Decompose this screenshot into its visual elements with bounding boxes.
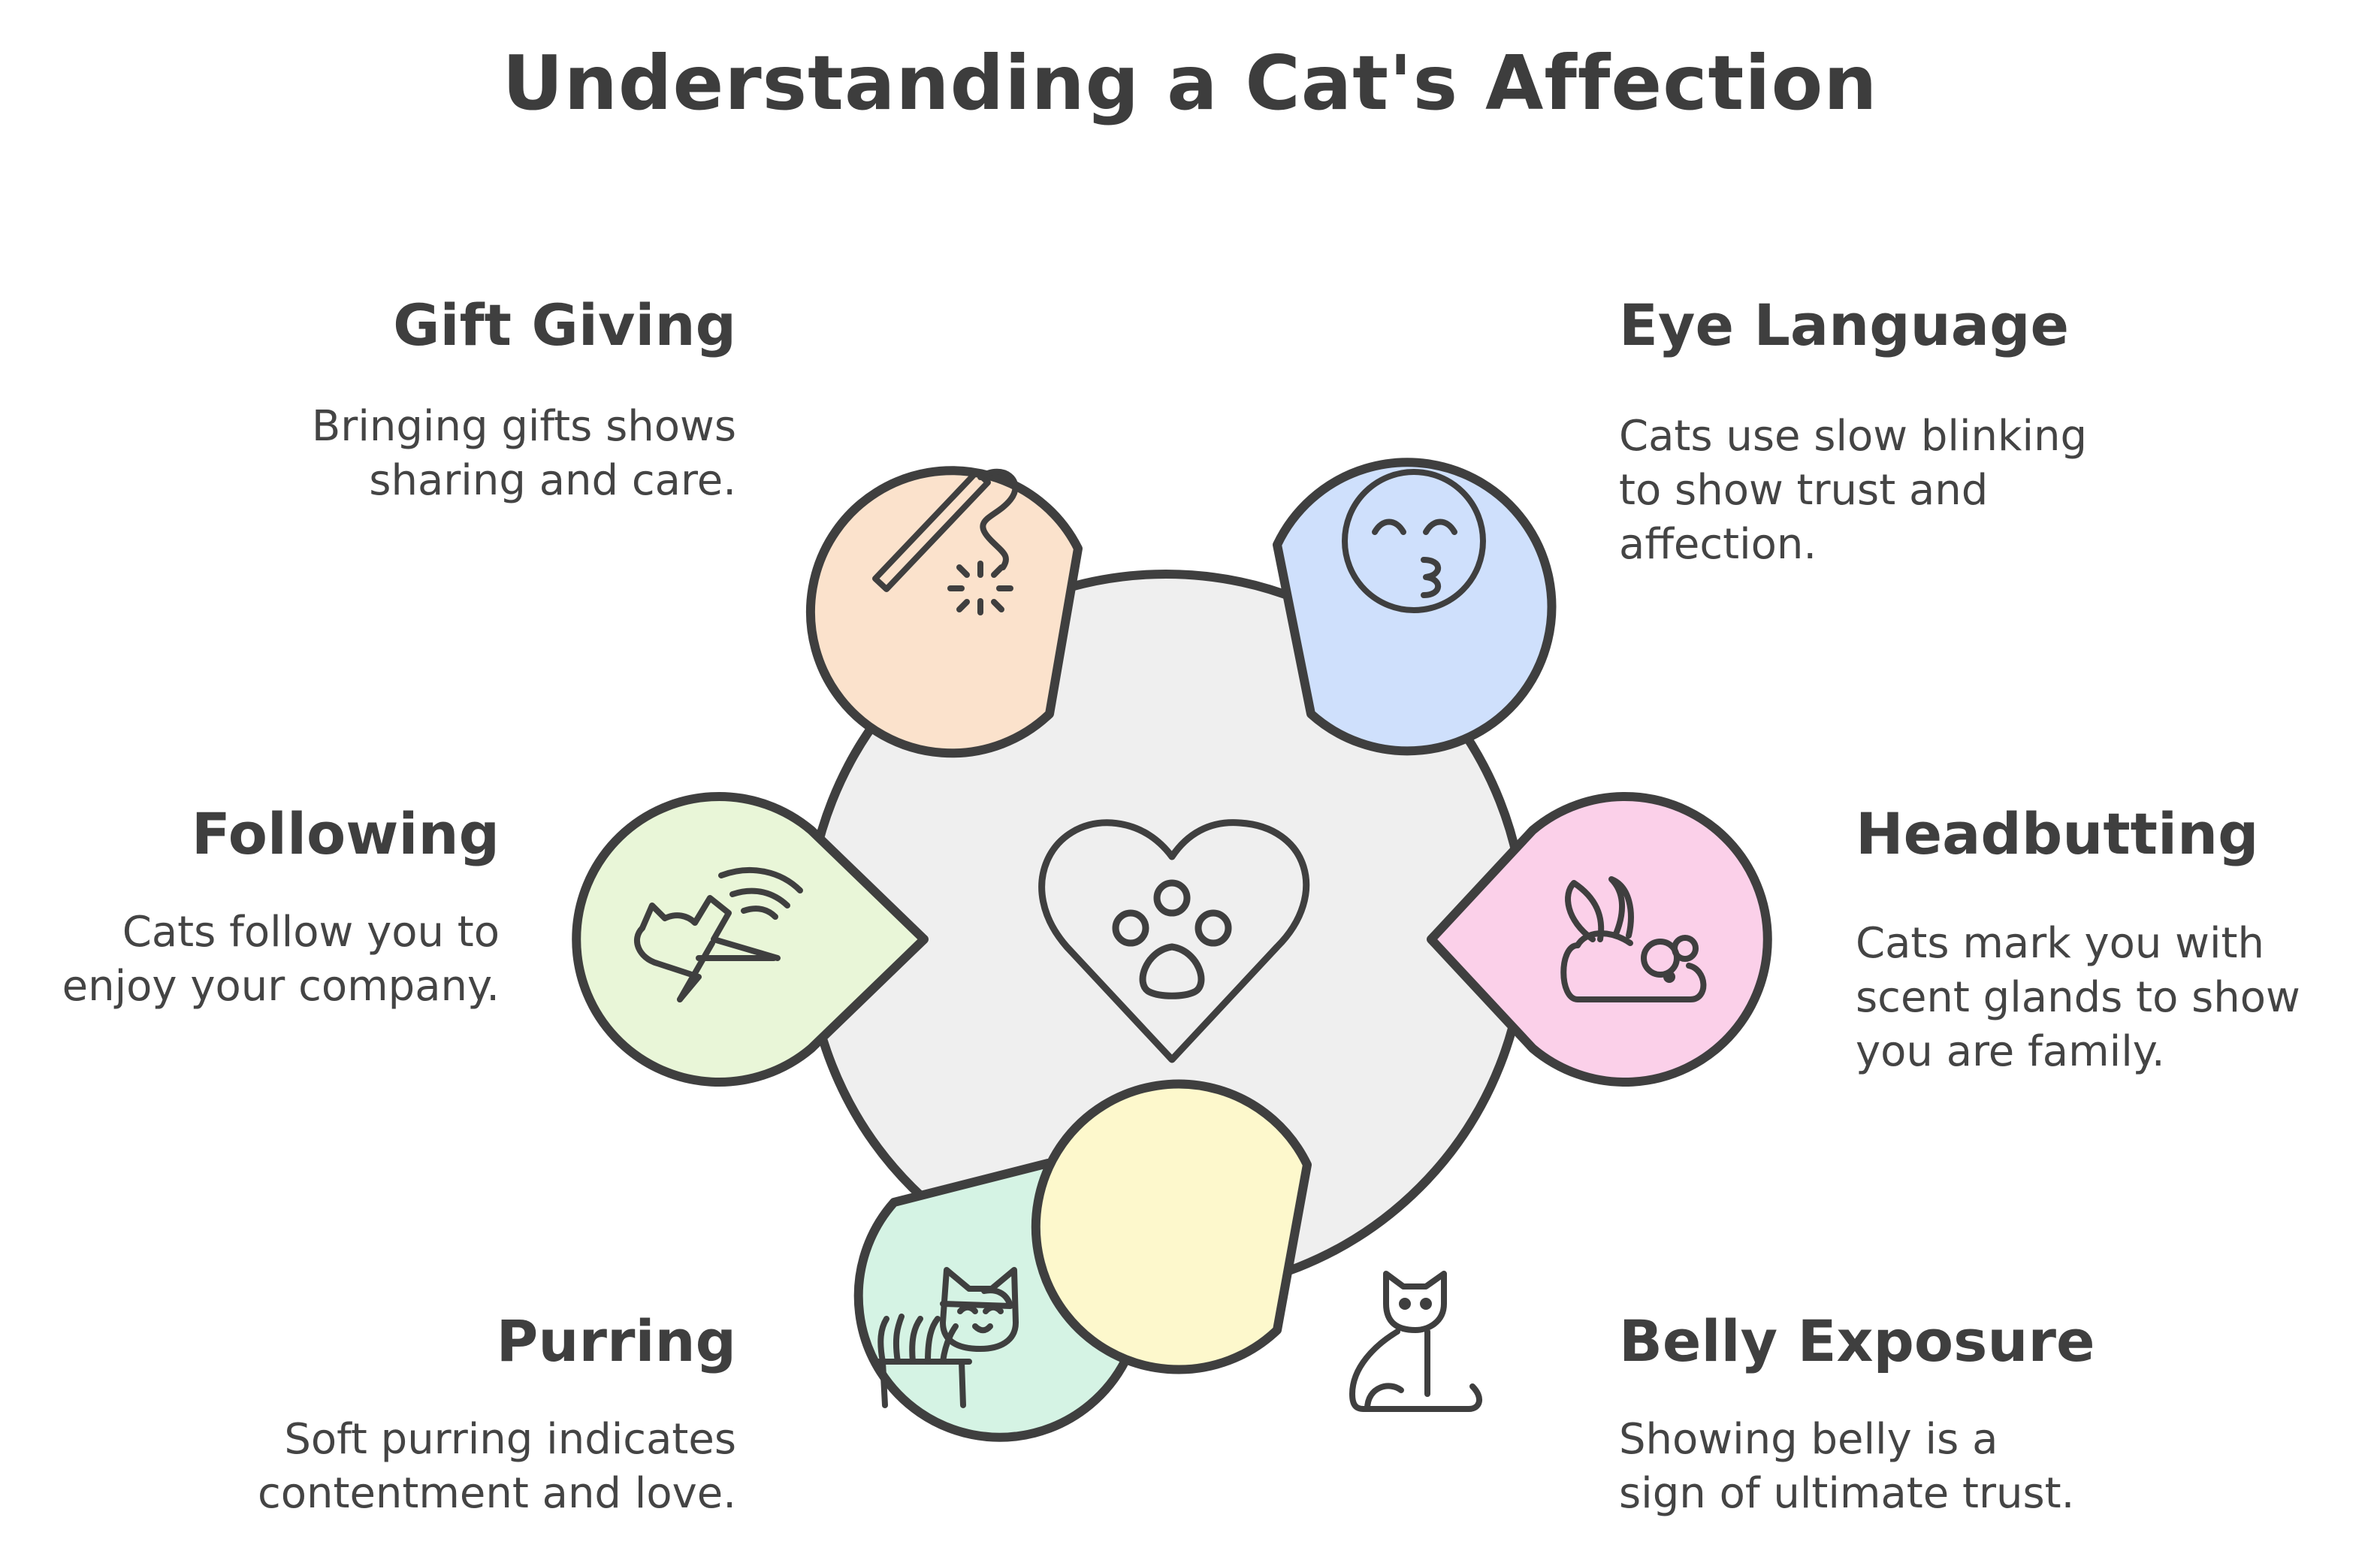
page-title: Understanding a Cat's Affection [502, 39, 1878, 127]
eye-language-line-1: Cats use slow blinking [1619, 412, 2088, 461]
following-line-1: Cats follow you to [122, 908, 500, 957]
eye-language-title: Eye Language [1619, 292, 2070, 358]
sitting-cat-icon [1349, 1271, 1482, 1412]
headbutting-line-2: scent glands to show [1856, 973, 2300, 1022]
headbutting-line-1: Cats mark you with [1856, 919, 2264, 968]
following-title: Following [191, 800, 500, 867]
walking-cat-icon [633, 867, 803, 1002]
headbutting-title: Headbutting [1856, 800, 2259, 867]
purring-line-2: contentment and love. [257, 1469, 736, 1518]
belly-exposure-title: Belly Exposure [1619, 1308, 2095, 1374]
eye-language-line-3: affection. [1619, 520, 1817, 569]
drop-gift-giving [805, 466, 1083, 758]
drop-headbutting [1427, 792, 1772, 1087]
gift-giving-title: Gift Giving [393, 292, 736, 358]
belly-exposure-line-1: Showing belly is a [1619, 1415, 1998, 1464]
toy-wand-icon [872, 468, 1019, 615]
drop-belly-exposure [1031, 1079, 1482, 1412]
content-cat-icon [872, 1267, 1019, 1408]
purring-line-1: Soft purring indicates [284, 1415, 736, 1464]
cat-nuzzle-icon [1560, 876, 1707, 1002]
heart-paw-icon [1038, 819, 1310, 1063]
gift-giving-line-2: sharing and care. [369, 456, 736, 505]
eye-language-line-2: to show trust and [1619, 466, 1989, 515]
following-line-2: enjoy your company. [62, 962, 500, 1011]
gift-giving-line-1: Bringing gifts shows [311, 402, 736, 451]
drop-eye-language [1273, 458, 1557, 756]
belly-exposure-line-2: sign of ultimate trust. [1619, 1469, 2075, 1518]
purring-title: Purring [496, 1308, 736, 1374]
kiss-face-icon [1342, 469, 1486, 613]
drop-following [572, 792, 929, 1087]
headbutting-line-3: you are family. [1856, 1027, 2165, 1076]
